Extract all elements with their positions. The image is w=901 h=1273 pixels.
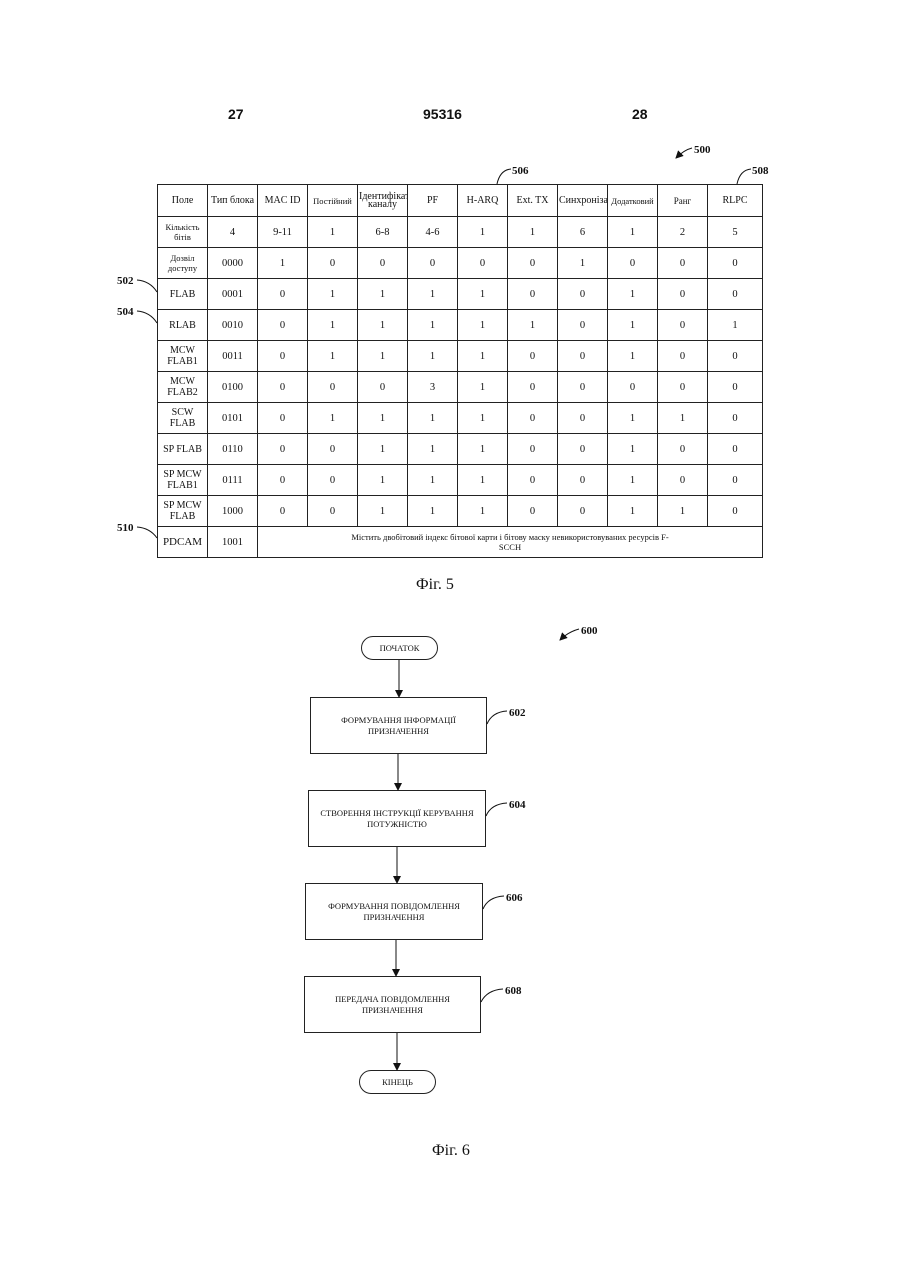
leader-504 [137, 311, 157, 323]
leader-506 [497, 169, 511, 184]
leader-502 [137, 280, 157, 292]
leader-602 [487, 711, 507, 724]
leader-508 [737, 169, 751, 184]
arrow-500 [676, 148, 692, 158]
leader-510 [137, 527, 157, 538]
leader-604 [486, 803, 507, 816]
arrow-600 [560, 629, 579, 640]
leader-608 [481, 989, 503, 1002]
leader-606 [483, 896, 504, 909]
